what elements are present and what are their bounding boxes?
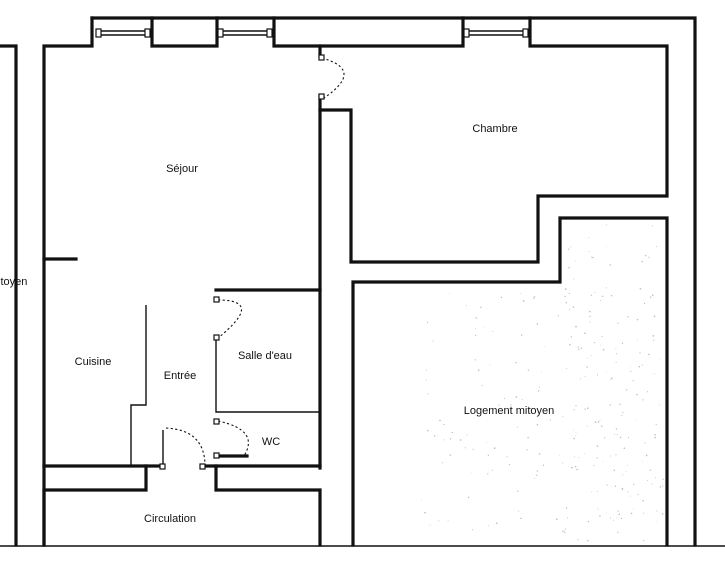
- label-wc: WC: [262, 436, 280, 448]
- top-right-exterior-wall: [90, 16, 697, 547]
- circulation-left-wall: [42, 464, 148, 547]
- pier-1: [150, 16, 219, 48]
- windows: [95, 28, 529, 38]
- doors: [159, 54, 345, 470]
- logement-mitoyen-hatch: [420, 224, 664, 542]
- label-logement-mitoyen: Logement mitoyen: [464, 405, 555, 417]
- door-salle-eau: [213, 296, 243, 341]
- left-party-wall: [0, 44, 18, 547]
- pier-3: [318, 16, 465, 48]
- room-labels: Séjour Chambre itoyen Cuisine Entrée Sal…: [0, 123, 554, 525]
- bathroom-partition: [215, 338, 320, 413]
- label-salle-eau: Salle d'eau: [238, 350, 292, 362]
- logement-mitoyen-wall: [351, 216, 669, 547]
- kitchen-partition: [130, 305, 147, 465]
- label-chambre: Chambre: [472, 123, 517, 135]
- door-entrance: [159, 427, 206, 470]
- door-wc: [213, 418, 249, 459]
- window-sejour-1: [95, 28, 151, 38]
- label-circulation: Circulation: [144, 513, 196, 525]
- walls: [0, 16, 725, 547]
- sejour-left-wall: [42, 16, 94, 547]
- label-cuisine: Cuisine: [75, 356, 112, 368]
- label-mitoyen-left: itoyen: [0, 276, 27, 288]
- chambre-walls: [318, 16, 669, 264]
- window-sejour-2: [217, 28, 273, 38]
- circulation-right-wall: [214, 464, 322, 547]
- pier-2: [272, 16, 322, 58]
- label-sejour: Séjour: [166, 163, 198, 175]
- window-chambre: [463, 28, 529, 38]
- door-chambre: [318, 54, 345, 100]
- label-entree: Entrée: [164, 370, 196, 382]
